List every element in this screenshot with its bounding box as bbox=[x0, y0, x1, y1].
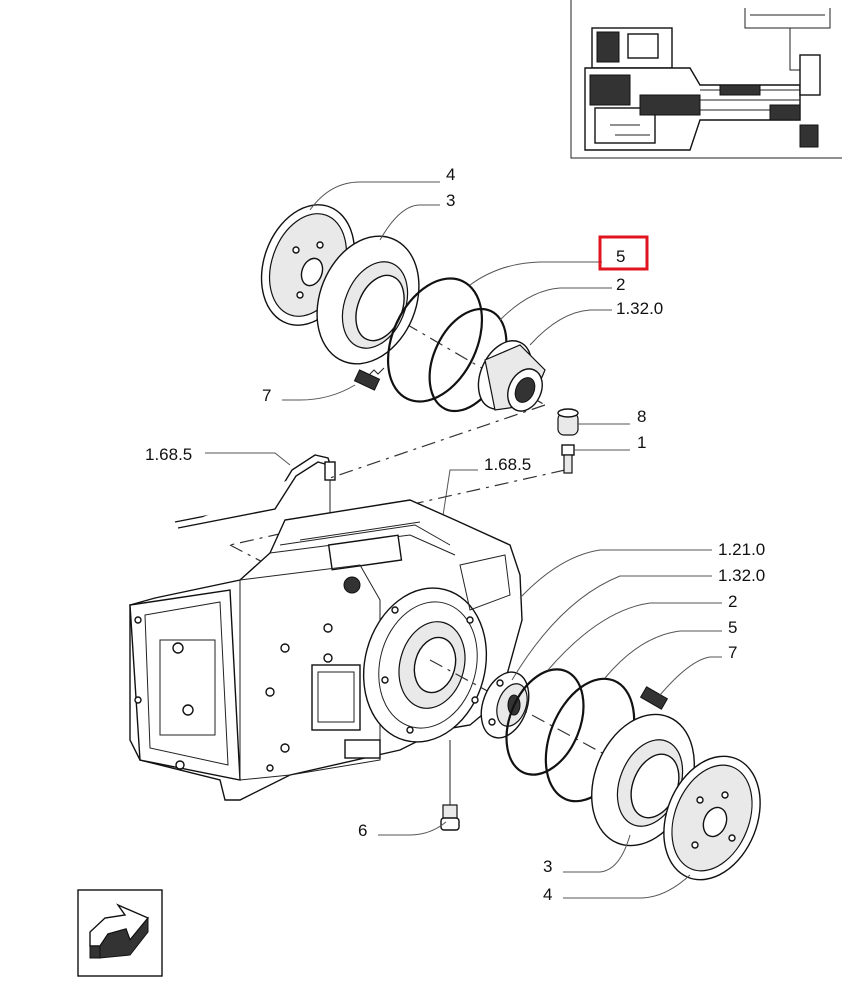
callout-7-right[interactable]: 7 bbox=[728, 643, 737, 662]
callout-7-top[interactable]: 7 bbox=[262, 386, 271, 405]
bottom-o-ring-small[interactable] bbox=[492, 658, 598, 786]
callout-1-68-5-mid[interactable]: 1.68.5 bbox=[484, 455, 531, 474]
callout-1-32-0-right[interactable]: 1.32.0 bbox=[718, 566, 765, 585]
callout-5-right[interactable]: 5 bbox=[728, 618, 737, 637]
bleed-bolt[interactable] bbox=[561, 444, 575, 474]
transmission-housing[interactable] bbox=[129, 499, 523, 801]
callout-1-21-0[interactable]: 1.21.0 bbox=[718, 540, 765, 559]
callout-3-top[interactable]: 3 bbox=[446, 191, 455, 210]
drain-plug[interactable] bbox=[440, 740, 460, 831]
top-spring[interactable] bbox=[353, 367, 385, 391]
callout-1[interactable]: 1 bbox=[637, 433, 646, 452]
callout-1-32-0-top[interactable]: 1.32.0 bbox=[616, 299, 663, 318]
callout-3-bottom[interactable]: 3 bbox=[543, 857, 552, 876]
pipe-assembly[interactable] bbox=[174, 454, 336, 530]
top-assembly-axis bbox=[304, 264, 546, 406]
callout-4-bottom[interactable]: 4 bbox=[543, 885, 552, 904]
cap-plug[interactable] bbox=[557, 408, 579, 436]
locator-thumbnail[interactable] bbox=[570, 0, 842, 159]
callout-8[interactable]: 8 bbox=[637, 407, 646, 426]
top-hub[interactable] bbox=[468, 332, 549, 418]
callout-1-68-5-left[interactable]: 1.68.5 bbox=[145, 445, 192, 464]
bottom-spring[interactable] bbox=[639, 686, 669, 710]
highlight-box bbox=[598, 235, 649, 271]
bottom-friction-disc[interactable] bbox=[646, 742, 777, 894]
top-o-ring-large[interactable] bbox=[369, 263, 500, 416]
callout-4-top[interactable]: 4 bbox=[446, 165, 455, 184]
callout-6[interactable]: 6 bbox=[358, 821, 367, 840]
arrow-icon[interactable] bbox=[77, 889, 163, 977]
callout-2-right[interactable]: 2 bbox=[728, 592, 737, 611]
callout-2-top[interactable]: 2 bbox=[616, 275, 625, 294]
callout-5-top[interactable]: 5 bbox=[616, 247, 625, 266]
